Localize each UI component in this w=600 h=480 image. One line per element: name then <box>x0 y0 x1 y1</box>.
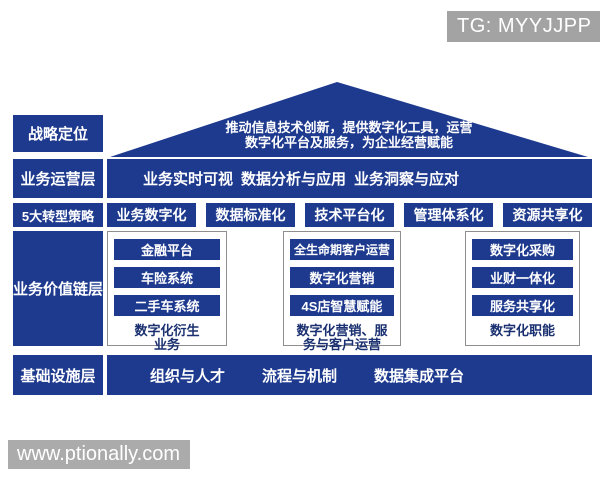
watermark-text: www.ptionally.com <box>17 443 181 465</box>
vc-box-digital-marketing: 数字化营销 <box>290 267 394 288</box>
label-five-strategies-text: 5大转型策略 <box>21 208 95 224</box>
vc-caption-marketing-service: 数字化营销、服 务与客户运营 <box>296 324 387 352</box>
vc-box-4s-store-empowerment: 4S店智慧赋能 <box>290 295 394 316</box>
label-infrastructure-text: 基础设施层 <box>20 367 96 385</box>
label-infrastructure-layer: 基础设施层 <box>13 355 103 395</box>
label-strategic-positioning-text: 战略定位 <box>27 126 88 143</box>
roof-text-line2: 数字化平台及服务，为企业经营赋能 <box>244 135 453 150</box>
vc-box-service-sharing: 服务共享化 <box>472 295 573 316</box>
roof-text-line1: 推动信息技术创新，提供数字化工具，运营 <box>225 120 473 135</box>
infrastructure-item-data-integration-platform: 数据集成平台 <box>373 367 464 385</box>
vc-caption-derived-business: 数字化衍生 业务 <box>134 324 199 352</box>
vc-box-business-finance-integration: 业财一体化 <box>472 267 573 288</box>
operations-item-analytics: 数据分析与应用 <box>240 171 346 188</box>
operations-band: 业务实时可视 数据分析与应用 业务洞察与应对 <box>107 159 592 198</box>
strategy-box-tech-platform: 技术平台化 <box>305 203 394 227</box>
roof-text: 推动信息技术创新，提供数字化工具，运营 数字化平台及服务，为企业经营赋能 <box>110 120 588 150</box>
strategy-box-data-standardization: 数据标准化 <box>206 203 295 227</box>
label-value-chain-text: 业务价值链层 <box>13 281 104 298</box>
infrastructure-item-org-talent: 组织与人才 <box>150 367 226 385</box>
label-five-strategies: 5大转型策略 <box>13 203 103 227</box>
vc-caption1-line2: 业务 <box>153 337 180 352</box>
value-chain-column-marketing-service: 全生命期客户运营 数字化营销 4S店智慧赋能 数字化营销、服 务与客户运营 <box>283 231 401 352</box>
label-business-operations-layer: 业务运营层 <box>13 159 103 198</box>
operations-item-realtime: 业务实时可视 <box>143 171 234 188</box>
value-chain-column-derived-business: 金融平台 车险系统 二手车系统 数字化衍生 业务 <box>107 231 227 352</box>
label-strategic-positioning: 战略定位 <box>13 115 103 152</box>
operations-item-insight: 业务洞察与应对 <box>353 171 459 188</box>
vc-box-used-car-system: 二手车系统 <box>114 295 220 316</box>
strategy-row: 业务数字化 数据标准化 技术平台化 管理体系化 资源共享化 <box>107 203 592 227</box>
vc-caption2-line1: 数字化营销、服 <box>296 323 388 338</box>
vc-caption2-line2: 务与客户运营 <box>302 337 381 352</box>
vc-caption3-line1: 数字化职能 <box>489 323 555 338</box>
roof-triangle: 推动信息技术创新，提供数字化工具，运营 数字化平台及服务，为企业经营赋能 <box>110 82 588 157</box>
strategy-box-management-system: 管理体系化 <box>404 203 493 227</box>
vc-box-lifecycle-customer-operation: 全生命期客户运营 <box>290 239 394 260</box>
tg-badge-text: TG: MYYJJPP <box>457 15 592 37</box>
infrastructure-band: 组织与人才 流程与机制 数据集成平台 <box>107 355 592 395</box>
infrastructure-item-process-mechanism: 流程与机制 <box>261 367 337 385</box>
vc-caption1-line1: 数字化衍生 <box>134 323 200 338</box>
label-business-operations-text: 业务运营层 <box>20 171 96 188</box>
watermark: www.ptionally.com <box>8 440 190 469</box>
label-value-chain-layer: 业务价值链层 <box>13 231 103 346</box>
strategy-box-business-digitalization: 业务数字化 <box>107 203 196 227</box>
tg-badge: TG: MYYJJPP <box>447 11 600 42</box>
vc-box-finance-platform: 金融平台 <box>114 239 220 260</box>
vc-box-digital-procurement: 数字化采购 <box>472 239 573 260</box>
vc-box-auto-insurance-system: 车险系统 <box>114 267 220 288</box>
vc-caption-digital-functions: 数字化职能 <box>490 324 555 338</box>
value-chain-column-digital-functions: 数字化采购 业财一体化 服务共享化 数字化职能 <box>465 231 580 346</box>
strategy-box-resource-sharing: 资源共享化 <box>503 203 592 227</box>
